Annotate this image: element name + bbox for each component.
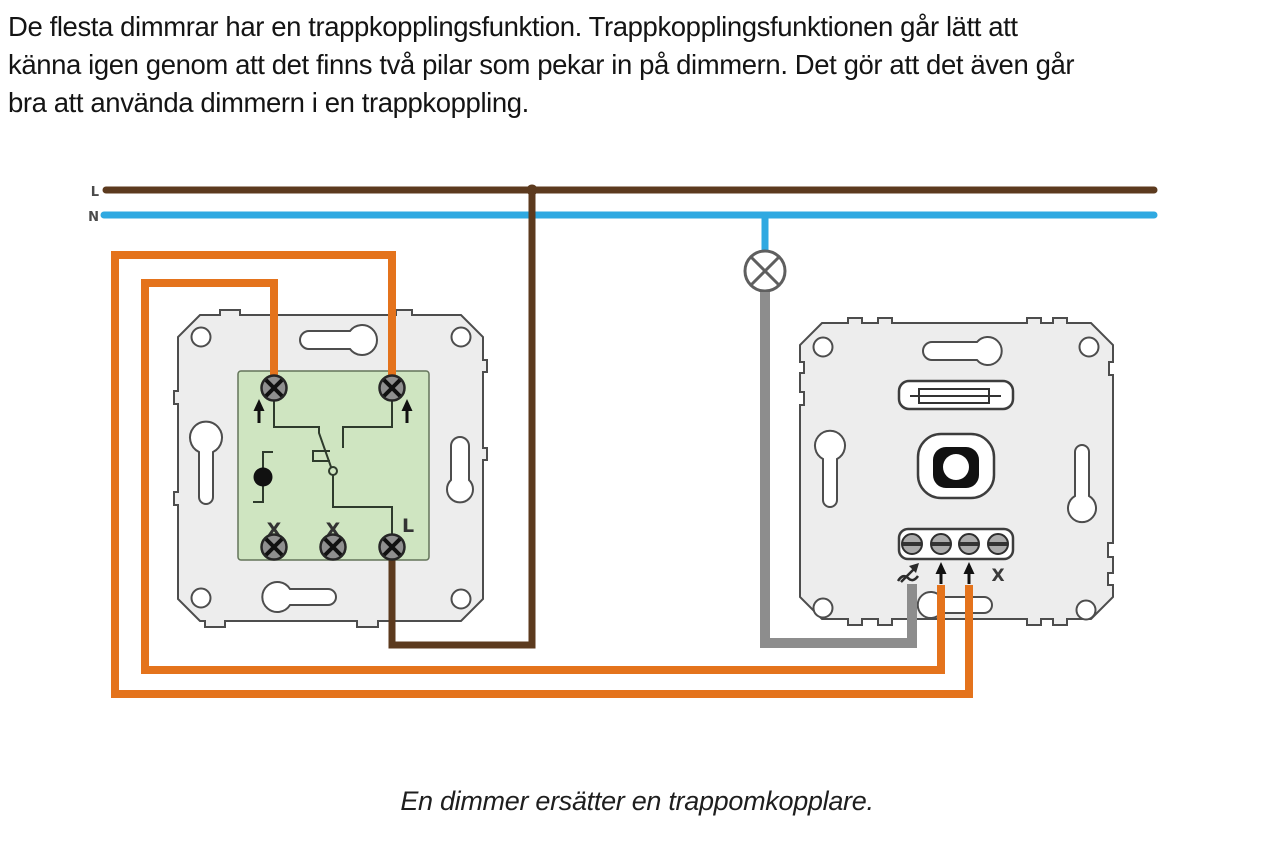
line-bus-label: L: [91, 185, 99, 200]
dimmer-output-icon: [896, 563, 920, 583]
line-feed-wire: [388, 190, 536, 649]
switch-pivot: [328, 466, 338, 476]
screw-terminal: [987, 533, 1009, 555]
up-arrow-icon: [935, 562, 947, 584]
supply-bus: L N: [88, 185, 1158, 225]
mounting-hole: [450, 588, 472, 610]
switched-wire-inner: [141, 279, 945, 674]
mounting-hole: [1075, 599, 1097, 621]
screw-terminal: [260, 533, 288, 561]
screw-terminal: [260, 374, 288, 402]
fuse-holder: [897, 379, 1015, 411]
dimmer-terminal-block: X: [896, 527, 1015, 586]
switch-device: X X L: [173, 309, 488, 628]
mounting-hole: [190, 326, 212, 348]
lamp-symbol: [743, 249, 787, 293]
dimmer-device: [799, 317, 1114, 626]
mounting-hole: [450, 326, 472, 348]
wire-junction-dot: [526, 184, 538, 196]
screw-terminal: [378, 533, 406, 561]
mounting-hole: [812, 336, 834, 358]
claw-slot-right: [446, 436, 474, 504]
switch-screw-terminals: [260, 374, 406, 561]
figure-caption: En dimmer ersätter en trappomkopplare.: [400, 786, 874, 816]
claw-slot-bottom: [261, 581, 337, 613]
pushbutton-dot: [253, 467, 273, 487]
intro-line: bra att använda dimmern i en trappkoppli…: [8, 87, 529, 118]
switch-terminal-label: L: [402, 515, 414, 537]
mounting-hole: [812, 597, 834, 619]
claw-slot-top: [922, 336, 1003, 366]
dimmer-terminal-label: X: [991, 566, 1004, 586]
up-arrow-icon: [253, 399, 265, 423]
lamp-wire: [760, 292, 917, 648]
screw-terminal: [319, 533, 347, 561]
claw-slot-bottom: [916, 591, 993, 619]
intro-paragraph: De flesta dimmrar har en trappkopplingsf…: [8, 8, 1270, 122]
screw-terminal: [930, 533, 952, 555]
intro-line: känna igen genom att det finns två pilar…: [8, 49, 1075, 80]
mounting-hole: [1078, 336, 1100, 358]
up-arrow-icon: [401, 399, 413, 423]
neutral-bus-label: N: [88, 210, 99, 225]
claw-slot-left: [814, 429, 846, 508]
switched-wire-outer: [111, 251, 973, 698]
up-arrow-icon: [963, 562, 975, 584]
intro-line: De flesta dimmrar har en trappkopplingsf…: [8, 11, 1018, 42]
claw-slot-right: [1067, 444, 1097, 524]
claw-slot-top: [299, 324, 378, 356]
dimmer-knob-shaft: [916, 432, 996, 500]
claw-slot-left: [189, 420, 223, 505]
screw-terminal: [901, 533, 923, 555]
actuator-symbol: [312, 450, 330, 462]
mounting-hole: [190, 587, 212, 609]
screw-terminal: [378, 374, 406, 402]
screw-terminal: [958, 533, 980, 555]
